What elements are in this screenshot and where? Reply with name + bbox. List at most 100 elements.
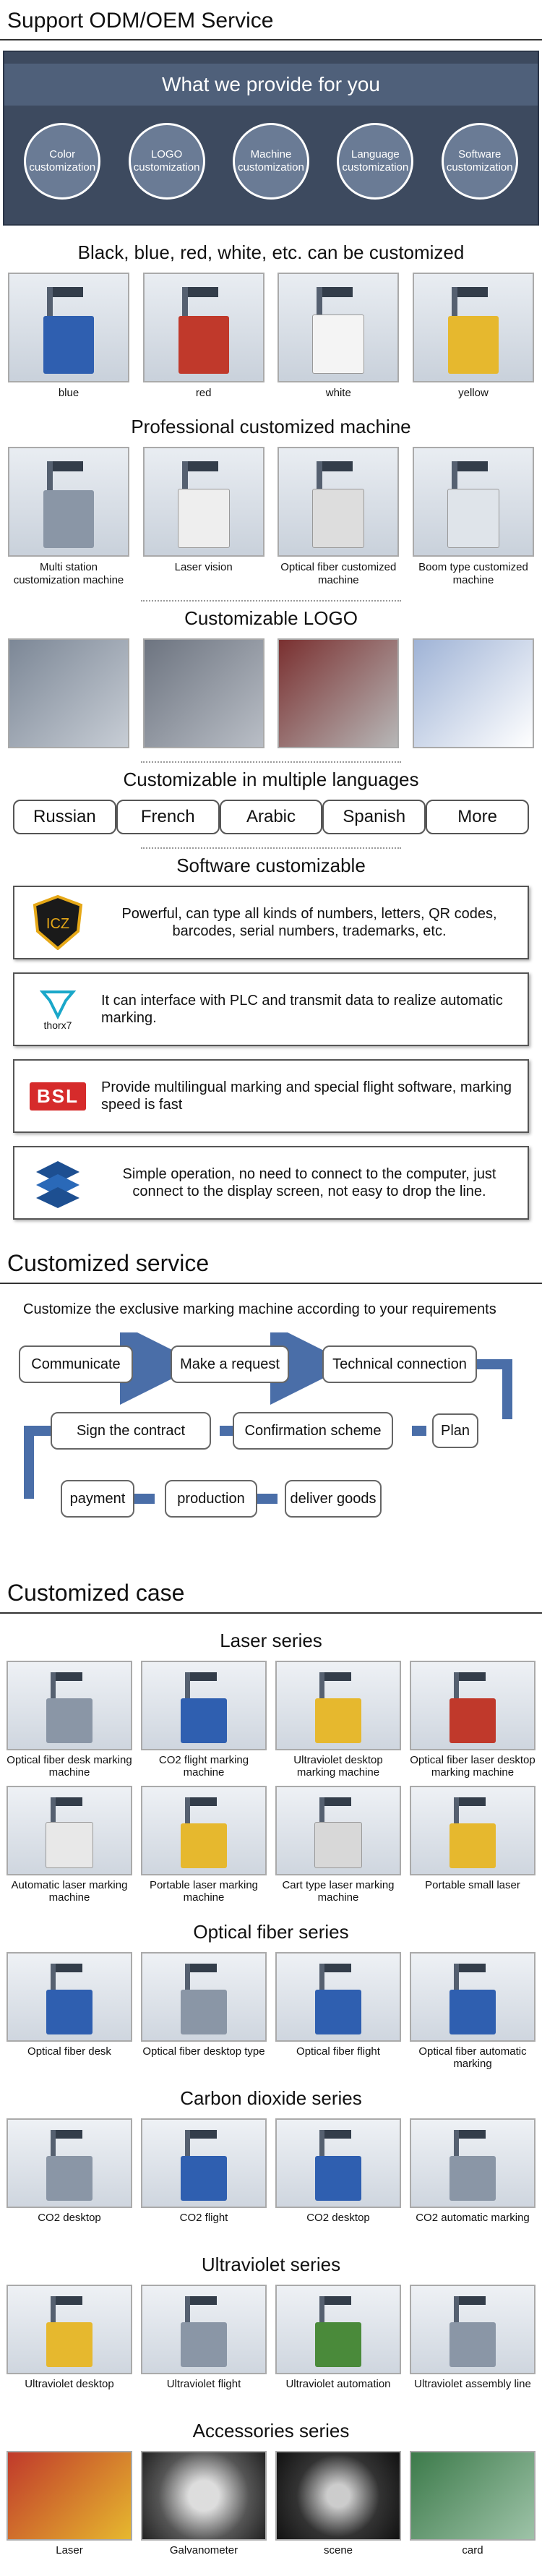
circle-machine: Machine customization xyxy=(232,123,309,200)
language-russian: Russian xyxy=(13,800,116,834)
machine-image xyxy=(142,447,264,557)
product-caption: CO2 flight xyxy=(179,2212,228,2224)
logo-photo xyxy=(412,638,534,748)
product-caption: Optical fiber automatic marking xyxy=(418,2045,527,2070)
product-caption: Galvanometer xyxy=(169,2544,238,2556)
machine-caption: Laser vision xyxy=(174,561,233,573)
banner-title: What we provide for you xyxy=(4,64,538,106)
laser-grid-row2: Automatic laser marking machine Portable… xyxy=(0,1786,542,1905)
product-caption: Automatic laser marking machine xyxy=(11,1879,128,1904)
machine-caption: Boom type customized machine xyxy=(418,561,528,586)
product-image xyxy=(410,2285,535,2374)
product-item: Optical fiber desk marking machine xyxy=(6,1661,133,1780)
circle-color: Color customization xyxy=(24,123,101,200)
icz-logo-icon: ICZ xyxy=(14,891,101,954)
product-image xyxy=(275,2118,401,2208)
logo-item xyxy=(277,638,400,748)
software-card: BSL Provide multilingual marking and spe… xyxy=(13,1059,529,1133)
software-text: Powerful, can type all kinds of numbers,… xyxy=(121,906,497,939)
color-caption: blue xyxy=(58,387,79,399)
language-french: French xyxy=(116,800,220,834)
step-deliver-goods: deliver goods xyxy=(285,1480,382,1518)
banner-circles: Color customization LOGO customization M… xyxy=(4,123,538,200)
logo-photo xyxy=(8,638,129,748)
machine-image-yellow xyxy=(412,273,534,382)
color-caption: white xyxy=(325,387,351,399)
software-text: Provide multilingual marking and special… xyxy=(101,1079,512,1113)
product-caption: CO2 desktop xyxy=(38,2212,101,2224)
product-image xyxy=(275,2451,401,2541)
circle-software: Software customization xyxy=(441,123,518,200)
product-image xyxy=(141,2118,267,2208)
product-caption: Ultraviolet assembly line xyxy=(414,2378,531,2390)
language-title: Customizable in multiple languages xyxy=(123,769,419,790)
product-image xyxy=(7,1661,132,1750)
software-text: Simple operation, no need to connect to … xyxy=(122,1166,496,1199)
product-image xyxy=(141,2451,267,2541)
product-image xyxy=(275,1952,401,2042)
product-image xyxy=(7,2285,132,2374)
machine-item: Laser vision xyxy=(142,447,265,587)
product-item: Cart type laser marking machine xyxy=(275,1786,402,1905)
software-card: thorx7 It can interface with PLC and tra… xyxy=(13,972,529,1046)
colors-grid: blue red white yellow xyxy=(0,273,542,400)
color-item: blue xyxy=(7,273,130,400)
logo-item xyxy=(142,638,265,748)
language-more: More xyxy=(426,800,529,834)
product-image xyxy=(410,1786,535,1875)
thorx-logo-icon: thorx7 xyxy=(14,978,101,1040)
product-item: CO2 automatic marking xyxy=(409,2118,536,2238)
product-image xyxy=(7,2451,132,2541)
product-item: Portable laser marking machine xyxy=(140,1786,267,1905)
product-item: Ultraviolet desktop xyxy=(6,2285,133,2404)
product-caption: Optical fiber desktop type xyxy=(142,2045,265,2058)
color-caption: red xyxy=(195,387,212,399)
product-item: Optical fiber automatic marking xyxy=(409,1952,536,2071)
product-caption: Cart type laser marking machine xyxy=(282,1879,395,1904)
product-image xyxy=(410,2118,535,2208)
product-item: Galvanometer xyxy=(140,2451,267,2570)
case-title: Customized case xyxy=(0,1571,542,1614)
product-item: CO2 flight marking machine xyxy=(140,1661,267,1780)
product-caption: Portable laser marking machine xyxy=(149,1879,259,1904)
product-image xyxy=(141,1786,267,1875)
divider xyxy=(141,600,401,602)
product-item: Optical fiber laser desktop marking mach… xyxy=(409,1661,536,1780)
machine-image xyxy=(278,447,400,557)
product-item: Automatic laser marking machine xyxy=(6,1786,133,1905)
series-title-laser: Laser series xyxy=(220,1630,322,1651)
product-item: Optical fiber flight xyxy=(275,1952,402,2071)
color-item: red xyxy=(142,273,265,400)
product-image xyxy=(410,2451,535,2541)
series-title-co2: Carbon dioxide series xyxy=(180,2087,362,2109)
circle-language: Language customization xyxy=(337,123,414,200)
product-item: Ultraviolet assembly line xyxy=(409,2285,536,2404)
page-title: Support ODM/OEM Service xyxy=(0,0,542,40)
product-caption: Ultraviolet automation xyxy=(285,2378,391,2390)
product-image xyxy=(275,1661,401,1750)
service-banner: What we provide for you Color customizat… xyxy=(3,51,539,226)
laser-grid-row1: Optical fiber desk marking machine CO2 f… xyxy=(0,1661,542,1780)
logo-photo xyxy=(278,638,400,748)
machine-caption: Multi station customization machine xyxy=(13,561,124,586)
product-caption: Ultraviolet desktop marking machine xyxy=(293,1754,383,1779)
product-caption: Optical fiber desk marking machine xyxy=(7,1754,132,1779)
colors-title: Black, blue, red, white, etc. can be cus… xyxy=(77,241,465,263)
product-caption: scene xyxy=(323,2544,353,2556)
product-item: Optical fiber desk xyxy=(6,1952,133,2071)
product-item: Portable small laser xyxy=(409,1786,536,1905)
bsl-logo-icon: BSL xyxy=(14,1065,101,1127)
product-caption: CO2 automatic marking xyxy=(416,2212,530,2224)
color-item: white xyxy=(277,273,400,400)
series-title-fiber: Optical fiber series xyxy=(193,1921,349,1943)
step-make-request: Make a request xyxy=(171,1345,289,1383)
product-caption: CO2 flight marking machine xyxy=(158,1754,249,1779)
language-spanish: Spanish xyxy=(322,800,426,834)
product-caption: CO2 desktop xyxy=(306,2212,370,2224)
machine-item: Optical fiber customized machine xyxy=(277,447,400,587)
circle-logo: LOGO customization xyxy=(128,123,205,200)
software-card: Simple operation, no need to connect to … xyxy=(13,1146,529,1220)
product-caption: Optical fiber flight xyxy=(296,2045,380,2058)
co2-grid: CO2 desktop CO2 flight CO2 desktop CO2 a… xyxy=(0,2118,542,2238)
product-image xyxy=(141,1661,267,1750)
